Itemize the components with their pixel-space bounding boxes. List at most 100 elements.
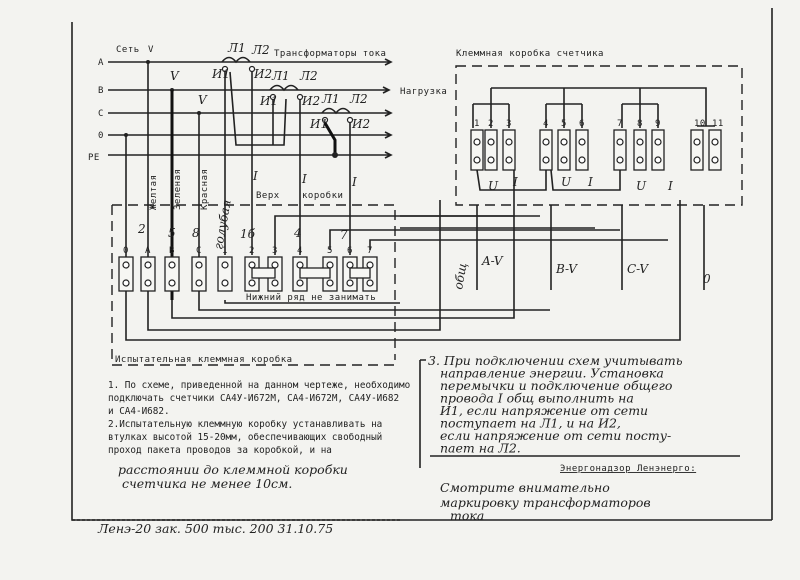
- phase-lines: [108, 58, 393, 159]
- test-terminal-label: A: [145, 246, 151, 256]
- current-transformer-c: Л1 Л2 И1 И2: [309, 92, 370, 131]
- terminal-jumper: [349, 267, 371, 279]
- ct-a-l1: Л1: [227, 41, 246, 55]
- meter-terminal-label: 4: [543, 119, 549, 129]
- bottom-row-note: Нижний ряд не занимать: [246, 293, 376, 303]
- meter-mark-u1: U: [488, 179, 499, 193]
- wire-label-c-v: C-V: [627, 262, 649, 276]
- hw-num-4: 4: [293, 226, 302, 240]
- ct-c-i2: И2: [351, 117, 370, 131]
- meter-terminal-label: 2: [488, 119, 494, 129]
- note-left-line: и СА4-И682.: [108, 406, 170, 417]
- ct-b-i2: И2: [301, 94, 320, 108]
- meter-mark-i1: I: [512, 175, 518, 189]
- network-label: Сеть: [116, 45, 140, 55]
- phase-label-b: B: [98, 86, 104, 96]
- test-terminal: 1: [217, 246, 233, 292]
- phase-label-c: C: [98, 109, 104, 119]
- meter-terminal-label: 8: [637, 119, 643, 129]
- voltage-mark-b: V: [170, 69, 180, 83]
- meter-terminal: 9: [651, 119, 665, 171]
- ct-c-i1: И1: [309, 117, 328, 131]
- test-terminal-label: 5: [327, 246, 333, 256]
- meter-terminal: 2: [484, 119, 498, 171]
- wire-label-b-v: B-V: [555, 262, 578, 276]
- meter-terminal: 8: [633, 119, 647, 171]
- note-left-line: втулках высотой 15-20мм, обеспечивающих …: [108, 432, 382, 443]
- test-terminal-label: 7: [367, 246, 373, 256]
- note-left-line: проход пакета проводов за коробкой, и на: [108, 445, 332, 456]
- test-box-title: Испытательная клеммная коробка: [115, 354, 293, 365]
- test-terminal-label: C: [196, 246, 202, 256]
- meter-terminal: 6: [575, 119, 589, 171]
- test-terminal-label: 0: [123, 246, 129, 256]
- test-terminal: 0: [118, 246, 134, 292]
- meter-mark-u3: U: [636, 179, 647, 193]
- ct-title: Трансформаторы тока: [274, 49, 386, 59]
- ct-b-l1: Л1: [271, 69, 290, 83]
- meter-box-title: Клеммная коробка счетчика: [456, 48, 604, 59]
- meter-terminal: 11: [708, 119, 724, 171]
- notes-right: 3. При подключении схем учитыватьнаправл…: [428, 353, 683, 456]
- test-terminal-label: 4: [297, 246, 303, 256]
- stamp-label: Энергонадзор Ленэнерго:: [560, 464, 696, 474]
- meter-terminal: 7: [613, 119, 627, 171]
- note-right-line: если напряжение от сети посту-: [440, 428, 671, 443]
- note-right-line: И1, если напряжение от сети: [439, 403, 648, 418]
- test-box-top-label-1: Верх: [256, 191, 280, 201]
- test-terminal: A: [140, 246, 156, 292]
- note-left-handwritten-line: счетчика не менее 10см.: [122, 476, 292, 491]
- stamp-note-2: маркировку трансформаторов: [440, 495, 651, 510]
- meter-terminal-label: 11: [712, 119, 724, 129]
- wire-color-yellow: Желтая: [149, 174, 159, 210]
- network-v-label: V: [148, 45, 154, 55]
- ct-a-l2: Л2: [251, 43, 270, 57]
- current-mark-3: I: [351, 175, 357, 189]
- meter-terminal: 10: [690, 119, 705, 171]
- test-terminal-label: 6: [347, 246, 353, 256]
- meter-mark-i3: I: [667, 179, 673, 193]
- notes-left: 1. По схеме, приведенной на данном черте…: [108, 380, 410, 491]
- current-mark-2: I: [301, 172, 307, 186]
- note-left-line: подключать счетчики СА4У-И672М, СА4-И672…: [108, 393, 399, 404]
- phase-label-0: 0: [98, 131, 104, 141]
- note-right-line: провода I общ выполнить на: [440, 391, 634, 406]
- meter-mark-u2: U: [561, 175, 572, 189]
- wire-color-blue: голубая: [211, 198, 234, 250]
- ct-b-i1: И1: [259, 94, 278, 108]
- test-terminal: C: [191, 246, 207, 292]
- phase-label-pe: PE: [88, 153, 100, 163]
- note-right-line: пает на Л2.: [440, 441, 521, 456]
- meter-terminal: 3: [502, 119, 516, 171]
- meter-terminal-label: 9: [655, 119, 661, 129]
- terminal-jumper: [251, 267, 276, 279]
- meter-terminal: 5: [557, 119, 571, 171]
- wire-label-common: общ: [451, 262, 469, 291]
- hw-num-8: 8: [192, 226, 200, 240]
- ct-c-l2: Л2: [349, 92, 368, 106]
- test-box-top-label-2: коробки: [302, 190, 343, 201]
- notes-divider: [419, 359, 426, 468]
- interconnect-wires: [125, 140, 705, 341]
- note-right-line: перемычки и подключение общего: [440, 378, 672, 393]
- meter-mark-i2: I: [587, 175, 593, 189]
- ct-a-i2: И2: [253, 67, 272, 81]
- meter-terminal-label: 7: [617, 119, 623, 129]
- stamp-note-3: тока: [450, 508, 484, 523]
- test-terminal-label: B: [169, 246, 175, 256]
- note-right-line: поступает на Л1, и на И2,: [440, 416, 621, 431]
- wire-label-a-v: A-V: [481, 254, 504, 268]
- test-terminal-label: 2: [249, 246, 255, 256]
- test-terminal: B: [164, 246, 180, 292]
- wire-color-red: Красная: [200, 169, 210, 210]
- current-transformer-a: Л1 Л2 И1 И2: [211, 41, 272, 81]
- ct-c-l1: Л1: [321, 92, 340, 106]
- current-transformer-b: Л1 Л2 И1 И2: [259, 69, 320, 108]
- load-label: Нагрузка: [400, 87, 447, 97]
- voltage-mark-c: V: [198, 93, 208, 107]
- ct-b-l2: Л2: [299, 69, 318, 83]
- test-terminal-box: Верх коробки Нижний ряд не занимать Испы…: [111, 190, 396, 366]
- meter-terminal-label: 5: [561, 119, 567, 129]
- note-right-line: 3. При подключении схем учитывать: [428, 353, 683, 368]
